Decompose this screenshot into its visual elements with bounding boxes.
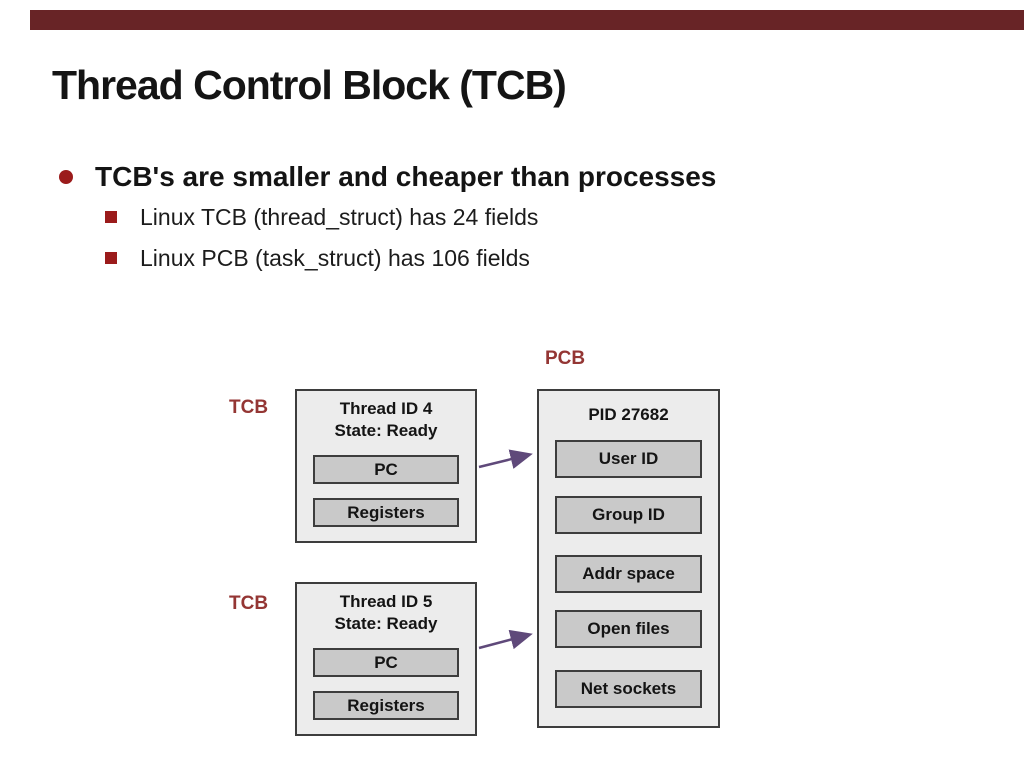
bullet-dot-icon xyxy=(59,170,73,184)
pcb-field-user-id: User ID xyxy=(555,440,702,478)
bullet-square-icon xyxy=(105,211,117,223)
tcb2-thread-id: Thread ID 5 xyxy=(339,592,433,611)
page-title: Thread Control Block (TCB) xyxy=(52,62,567,108)
pcb-pid: PID 27682 xyxy=(588,405,669,424)
tcb1-field-registers: Registers xyxy=(313,498,459,527)
tcb2-state: State: Ready xyxy=(334,614,438,633)
tcb2-field-registers: Registers xyxy=(313,691,459,720)
pcb-block: PID 27682 User ID Group ID Addr space Op… xyxy=(537,389,720,728)
tcb1-field-pc: PC xyxy=(313,455,459,484)
pcb-field-net-sockets: Net sockets xyxy=(555,670,702,708)
pcb-field-group-id: Group ID xyxy=(555,496,702,534)
tcb2-block: Thread ID 5 State: Ready PC Registers xyxy=(295,582,477,736)
tcb2-label: TCB xyxy=(229,593,269,614)
bullet-item-1: TCB's are smaller and cheaper than proce… xyxy=(59,161,819,193)
tcb1-label: TCB xyxy=(229,397,269,418)
tcb2-field-pc: PC xyxy=(313,648,459,677)
tcb1-to-pcb-arrow-icon xyxy=(478,449,533,469)
pcb-field-addr-space: Addr space xyxy=(555,555,702,593)
sub-bullet-item-2: Linux PCB (task_struct) has 106 fields xyxy=(105,244,805,273)
pcb-field-open-files: Open files xyxy=(555,610,702,648)
tcb1-state: State: Ready xyxy=(334,421,438,440)
sub-bullet-text: Linux TCB (thread_struct) has 24 fields xyxy=(140,204,539,230)
bullet-text: TCB's are smaller and cheaper than proce… xyxy=(95,161,717,192)
sub-bullet-item-1: Linux TCB (thread_struct) has 24 fields xyxy=(105,203,805,232)
pcb-label: PCB xyxy=(545,348,586,369)
top-accent-bar xyxy=(30,10,1024,30)
bullet-square-icon xyxy=(105,252,117,264)
tcb1-thread-id: Thread ID 4 xyxy=(339,399,433,418)
sub-bullet-text: Linux PCB (task_struct) has 106 fields xyxy=(140,245,530,271)
tcb1-block: Thread ID 4 State: Ready PC Registers xyxy=(295,389,477,543)
tcb2-to-pcb-arrow-icon xyxy=(478,629,533,650)
